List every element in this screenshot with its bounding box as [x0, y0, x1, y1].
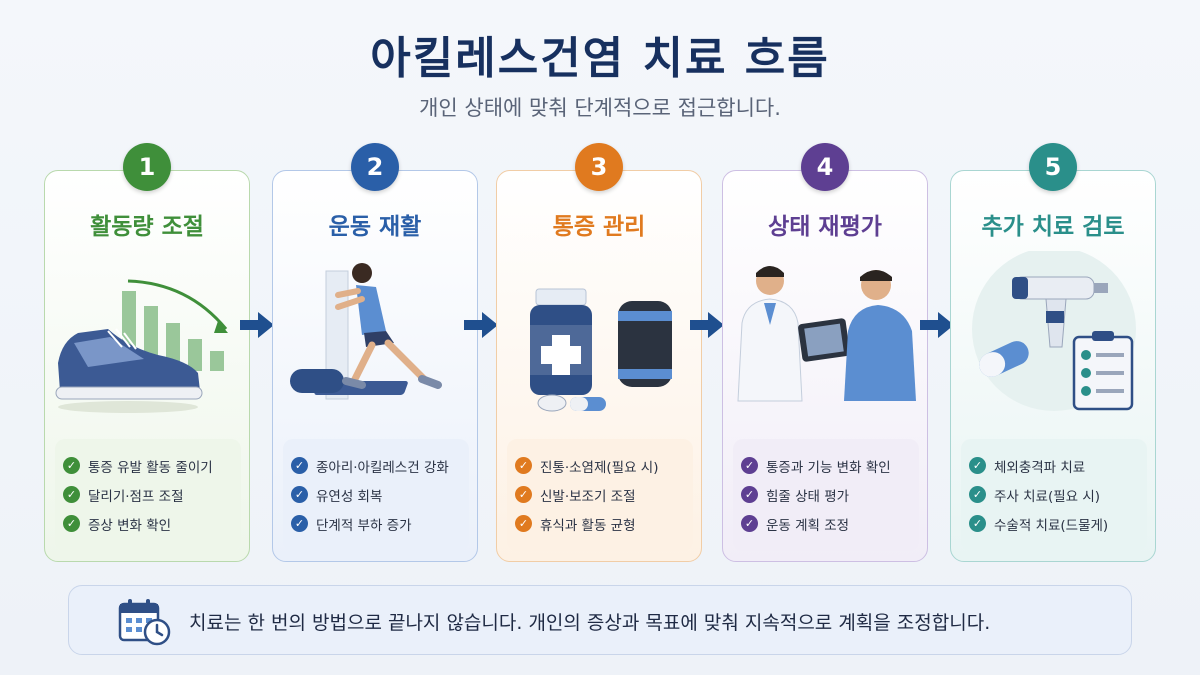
step-items: ✓종아리·아킬레스건 강화 ✓유연성 회복 ✓단계적 부하 증가	[283, 439, 469, 551]
banner-text: 치료는 한 번의 방법으로 끝나지 않습니다. 개인의 증상과 목표에 맞춰 지…	[189, 612, 991, 634]
step-title: 활동량 조절	[90, 214, 204, 240]
check-icon: ✓	[291, 486, 308, 503]
step-title: 통증 관리	[552, 214, 646, 240]
list-item: ✓휴식과 활동 균형	[515, 509, 693, 538]
list-item: ✓단계적 부하 증가	[291, 509, 469, 538]
check-icon: ✓	[291, 515, 308, 532]
step-number-badge: 3	[575, 143, 623, 191]
step-number-badge: 2	[351, 143, 399, 191]
step-number-badge: 1	[123, 143, 171, 191]
calendar-clock-icon	[118, 599, 171, 646]
step-card-3: 통증 관리 ✓진통·소염제(필요 시) ✓신발·보조기 조절 ✓휴식과 활동 균…	[496, 170, 702, 562]
list-item: ✓체외충격파 치료	[969, 451, 1147, 480]
page-subtitle: 개인 상태에 맞춰 단계적으로 접근합니다.	[419, 96, 781, 120]
step-number-badge: 4	[801, 143, 849, 191]
consultation-icon	[737, 266, 916, 402]
exercise-icon	[290, 263, 442, 400]
step-items: ✓통증 유발 활동 줄이기 ✓달리기·점프 조절 ✓증상 변화 확인	[55, 439, 241, 551]
list-item: ✓운동 계획 조정	[741, 509, 919, 538]
medicine-icon	[530, 288, 672, 412]
check-icon: ✓	[969, 457, 986, 474]
check-icon: ✓	[741, 515, 758, 532]
arrow-right-icon	[240, 312, 274, 338]
check-icon: ✓	[63, 486, 80, 503]
step-card-4: 상태 재평가 ✓통증과 기능 변화 확인 ✓힘줄 상태 평가 ✓운동 계획 조정	[722, 170, 928, 562]
check-icon: ✓	[515, 486, 532, 503]
page-title: 아킬레스건염 치료 흐름	[370, 33, 830, 84]
shockwave-device-icon	[972, 251, 1136, 411]
check-icon: ✓	[741, 486, 758, 503]
check-icon: ✓	[515, 515, 532, 532]
list-item: ✓통증과 기능 변화 확인	[741, 451, 919, 480]
arrow-right-icon	[464, 312, 498, 338]
check-icon: ✓	[63, 457, 80, 474]
check-icon: ✓	[969, 515, 986, 532]
list-item: ✓유연성 회복	[291, 480, 469, 509]
list-item: ✓통증 유발 활동 줄이기	[63, 451, 241, 480]
list-item: ✓힘줄 상태 평가	[741, 480, 919, 509]
list-item: ✓진통·소염제(필요 시)	[515, 451, 693, 480]
list-item: ✓주사 치료(필요 시)	[969, 480, 1147, 509]
list-item: ✓신발·보조기 조절	[515, 480, 693, 509]
info-banner: 치료는 한 번의 방법으로 끝나지 않습니다. 개인의 증상과 목표에 맞춰 지…	[68, 585, 1132, 655]
step-items: ✓진통·소염제(필요 시) ✓신발·보조기 조절 ✓휴식과 활동 균형	[507, 439, 693, 551]
step-items: ✓체외충격파 치료 ✓주사 치료(필요 시) ✓수술적 치료(드물게)	[961, 439, 1147, 551]
check-icon: ✓	[515, 457, 532, 474]
step-card-1: 활동량 조절 ✓통증 유발 활동 줄이기 ✓달리기·점프 조절 ✓증상 변화 확…	[44, 170, 250, 562]
list-item: ✓증상 변화 확인	[63, 509, 241, 538]
step-items: ✓통증과 기능 변화 확인 ✓힘줄 상태 평가 ✓운동 계획 조정	[733, 439, 919, 551]
check-icon: ✓	[969, 486, 986, 503]
step-title: 추가 치료 검토	[981, 214, 1125, 240]
step-title: 상태 재평가	[768, 214, 882, 240]
sneaker-icon	[55, 279, 228, 413]
step-card-2: 운동 재활 ✓종아리·아킬레스건 강화 ✓유연성 회복 ✓단계적 부하 증가	[272, 170, 478, 562]
step-title: 운동 재활	[328, 214, 422, 240]
check-icon: ✓	[291, 457, 308, 474]
check-icon: ✓	[63, 515, 80, 532]
arrow-right-icon	[920, 312, 954, 338]
list-item: ✓종아리·아킬레스건 강화	[291, 451, 469, 480]
check-icon: ✓	[741, 457, 758, 474]
step-card-5: 추가 치료 검토 ✓체외충격파 치료 ✓주사 치료(필요 시) ✓수술적 치료(…	[950, 170, 1156, 562]
list-item: ✓달리기·점프 조절	[63, 480, 241, 509]
list-item: ✓수술적 치료(드물게)	[969, 509, 1147, 538]
arrow-right-icon	[690, 312, 724, 338]
step-number-badge: 5	[1029, 143, 1077, 191]
